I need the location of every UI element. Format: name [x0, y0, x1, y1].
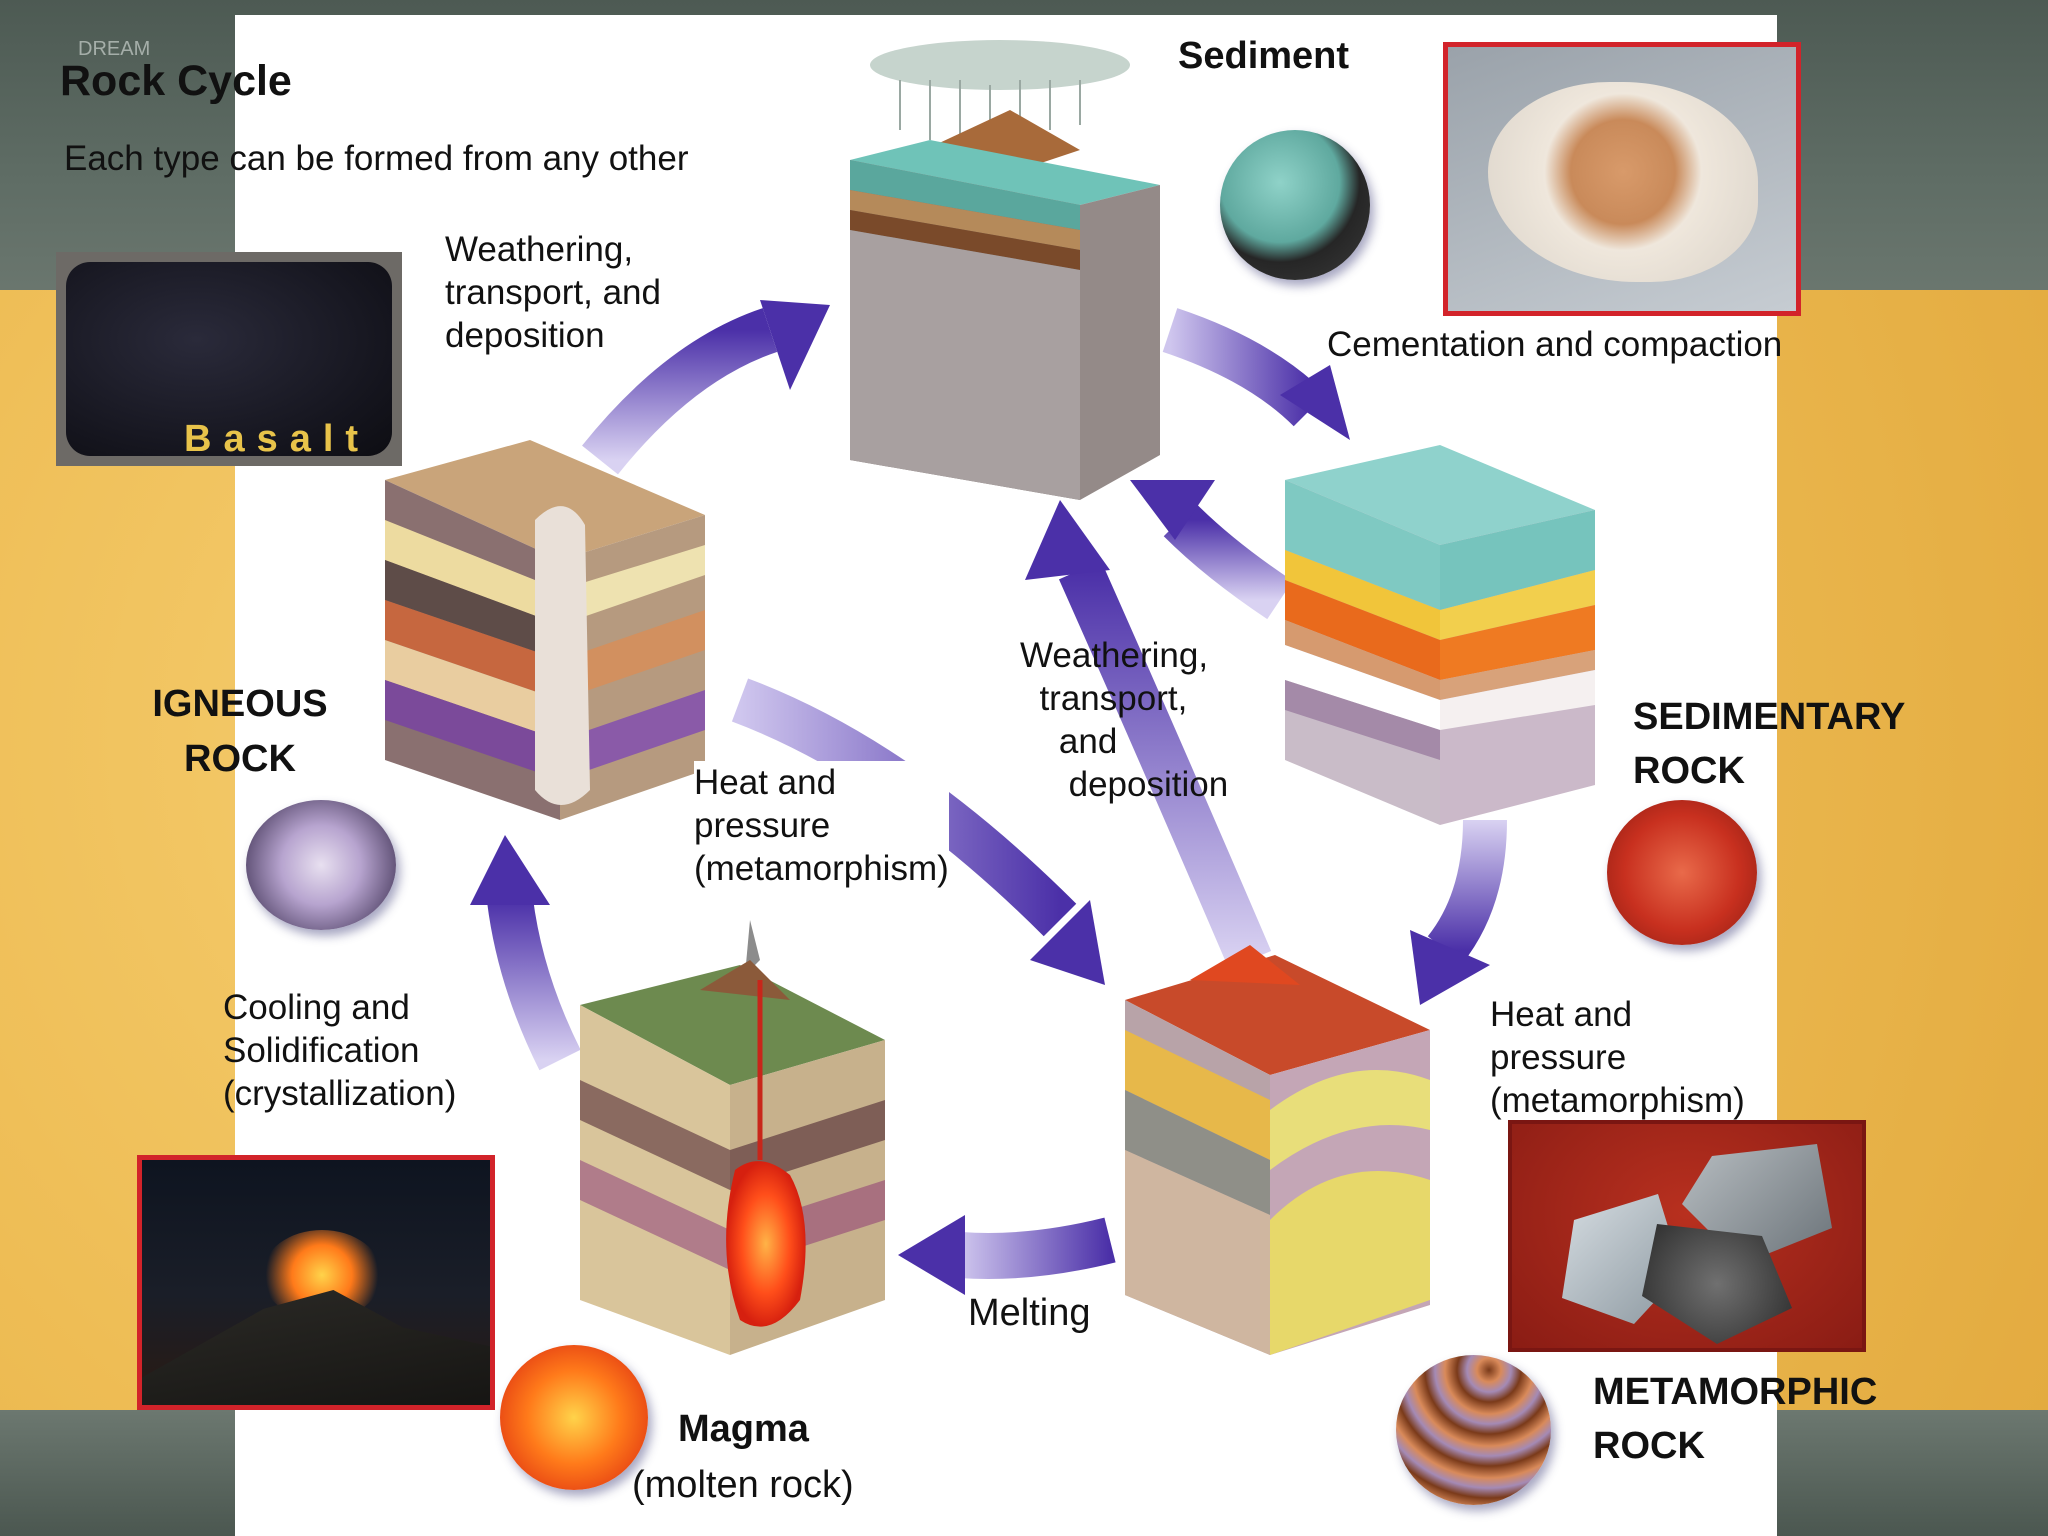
- arrow-metamorphic-to-sediment: [1025, 500, 1272, 970]
- process-heat-inner: Heat and pressure (metamorphism): [694, 761, 949, 890]
- magma-block-illustration: [580, 920, 885, 1355]
- arrow-metamorphic-to-magma: [898, 1215, 1116, 1295]
- sedimentary-rock-label: SEDIMENTARY ROCK: [1633, 696, 1906, 792]
- page-title: Rock Cycle: [60, 57, 292, 105]
- page-subtitle: Each type can be formed from any other: [64, 139, 689, 178]
- watermark-text: DREAM: [78, 38, 151, 60]
- basalt-caption: Basalt: [184, 418, 371, 460]
- sediment-block-illustration: [850, 40, 1160, 500]
- magma-sublabel: (molten rock): [632, 1464, 854, 1506]
- arrow-sediment-to-sedimentary: [1162, 308, 1350, 440]
- sediment-label: Sediment: [1178, 35, 1350, 77]
- sedimentary-block-illustration: [1285, 445, 1595, 825]
- process-melting: Melting: [968, 1292, 1091, 1334]
- volcano-silhouette-image: [142, 1290, 490, 1405]
- arrow-igneous-to-sediment: [582, 300, 830, 475]
- volcano-eruption-photo: [137, 1155, 495, 1410]
- metamorphic-block-illustration: [1125, 945, 1430, 1355]
- magma-label: Magma: [678, 1408, 809, 1450]
- process-heat-outer: Heat and pressure (metamorphism): [1490, 995, 1745, 1120]
- process-weathering-outer: Weathering, transport, and deposition: [445, 230, 661, 355]
- sediment-sample-circle: [1220, 130, 1370, 280]
- process-weathering-inner: Weathering, transport, and deposition: [1020, 636, 1229, 804]
- sedimentary-sample-circle: [1607, 800, 1757, 945]
- igneous-rock-label: IGNEOUS ROCK: [152, 683, 328, 780]
- magma-sample-circle: [500, 1345, 648, 1490]
- metamorphic-rocks-photo: [1508, 1120, 1866, 1352]
- metamorphic-sample-circle: [1396, 1355, 1551, 1505]
- arrow-sedimentary-to-metamorphic: [1410, 819, 1507, 1005]
- arrow-sedimentary-to-sediment: [1130, 480, 1293, 620]
- basalt-rock-image: [66, 262, 392, 456]
- arrow-magma-to-igneous: [470, 835, 581, 1071]
- igneous-block-illustration: [385, 440, 705, 820]
- igneous-sample-circle: [246, 800, 396, 930]
- fossil-rock-image: [1488, 82, 1758, 282]
- fossil-sedimentary-photo: [1443, 42, 1801, 316]
- metamorphic-rock-label: METAMORPHIC ROCK: [1593, 1371, 1878, 1467]
- process-cementation: Cementation and compaction: [1327, 325, 1783, 364]
- basalt-photo: Basalt: [56, 252, 402, 466]
- process-cooling: Cooling and Solidification (crystallizat…: [223, 988, 457, 1113]
